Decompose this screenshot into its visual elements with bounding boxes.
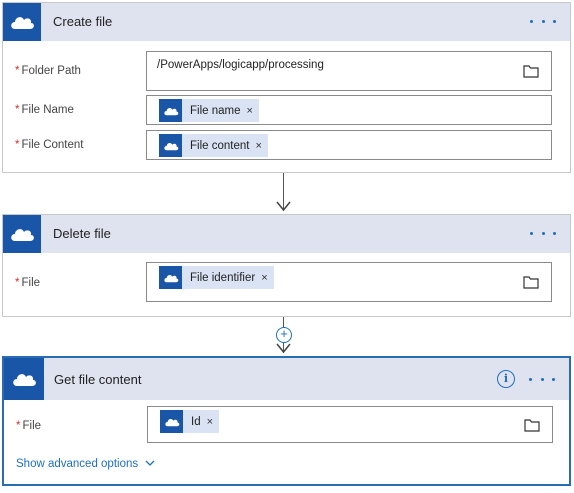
onedrive-cloud-icon bbox=[159, 99, 182, 122]
folder-path-label: *Folder Path bbox=[15, 65, 81, 77]
file-row: *File File identifier × bbox=[3, 262, 570, 304]
folder-icon[interactable] bbox=[523, 275, 539, 289]
file-name-label: *File Name bbox=[15, 104, 74, 116]
card-title: Create file bbox=[53, 14, 113, 29]
required-marker: * bbox=[16, 420, 21, 432]
more-ellipsis-icon bbox=[530, 19, 533, 23]
file-input[interactable]: Id × bbox=[147, 406, 553, 443]
folder-path-input[interactable]: /PowerApps/logicapp/processing bbox=[146, 51, 552, 91]
file-label: *File bbox=[16, 420, 41, 432]
folder-path-row: *Folder Path /PowerApps/logicapp/process… bbox=[3, 41, 570, 91]
card-header[interactable]: Create file bbox=[3, 3, 570, 41]
folder-icon[interactable] bbox=[523, 64, 539, 78]
token-label: File name bbox=[190, 104, 241, 117]
file-content-row: *File Content File content × bbox=[3, 130, 570, 160]
remove-token-icon[interactable]: × bbox=[206, 415, 214, 428]
onedrive-cloud-icon bbox=[3, 215, 41, 253]
onedrive-cloud-icon bbox=[160, 410, 183, 433]
required-marker: * bbox=[15, 139, 20, 151]
card-title: Get file content bbox=[54, 372, 142, 387]
advanced-link-text: Show advanced options bbox=[16, 458, 139, 470]
dot bbox=[540, 377, 544, 381]
card-title: Delete file bbox=[53, 226, 111, 241]
onedrive-cloud-icon bbox=[159, 266, 182, 289]
remove-token-icon[interactable]: × bbox=[246, 104, 253, 117]
get-file-content-card: Get file content i *File Id × Show advan… bbox=[2, 356, 571, 486]
more-ellipsis-icon bbox=[529, 377, 532, 381]
file-row: *File Id × bbox=[4, 406, 569, 444]
chevron-down-icon bbox=[145, 460, 155, 466]
connector-line bbox=[283, 173, 284, 209]
required-marker: * bbox=[15, 277, 20, 289]
label-text: File bbox=[22, 420, 42, 432]
delete-file-card: Delete file *File File identifier × bbox=[2, 214, 571, 317]
file-content-label: *File Content bbox=[15, 139, 84, 151]
label-text: File Content bbox=[21, 139, 84, 151]
remove-token-icon[interactable]: × bbox=[255, 139, 262, 152]
token-label: File content bbox=[190, 139, 250, 152]
more-options-button[interactable] bbox=[530, 11, 556, 31]
file-name-input[interactable]: File name × bbox=[146, 95, 552, 125]
onedrive-cloud-icon bbox=[4, 358, 44, 400]
remove-token-icon[interactable]: × bbox=[261, 271, 268, 284]
token-label: Id bbox=[191, 415, 201, 428]
dot bbox=[553, 19, 556, 23]
token-file-name[interactable]: File name × bbox=[159, 99, 259, 122]
token-file-content[interactable]: File content × bbox=[159, 134, 268, 157]
token-label: File identifier bbox=[190, 271, 256, 284]
create-file-card: Create file *Folder Path /PowerApps/logi… bbox=[2, 2, 571, 173]
folder-icon[interactable] bbox=[524, 418, 540, 432]
more-options-button[interactable] bbox=[530, 223, 556, 243]
file-content-input[interactable]: File content × bbox=[146, 130, 552, 160]
dot bbox=[541, 19, 545, 23]
token-id[interactable]: Id × bbox=[160, 410, 220, 433]
card-header[interactable]: Delete file bbox=[3, 215, 570, 253]
token-file-identifier[interactable]: File identifier × bbox=[159, 266, 274, 289]
required-marker: * bbox=[15, 104, 20, 116]
required-marker: * bbox=[15, 65, 20, 77]
card-header[interactable]: Get file content i bbox=[4, 358, 569, 400]
dot bbox=[553, 231, 556, 235]
label-text: File bbox=[21, 277, 41, 289]
label-text: File Name bbox=[21, 104, 74, 116]
dot bbox=[541, 231, 545, 235]
more-options-button[interactable] bbox=[529, 369, 555, 389]
onedrive-cloud-icon bbox=[159, 134, 182, 157]
arrow-down-icon bbox=[276, 343, 291, 354]
file-name-row: *File Name File name × bbox=[3, 95, 570, 125]
show-advanced-options-link[interactable]: Show advanced options bbox=[16, 458, 155, 470]
info-icon[interactable]: i bbox=[497, 370, 515, 388]
dot bbox=[552, 377, 555, 381]
more-ellipsis-icon bbox=[530, 231, 533, 235]
file-label: *File bbox=[15, 277, 40, 289]
add-step-icon[interactable]: + bbox=[276, 327, 292, 343]
file-input[interactable]: File identifier × bbox=[146, 262, 552, 302]
folder-path-value: /PowerApps/logicapp/processing bbox=[157, 59, 324, 71]
label-text: Folder Path bbox=[21, 65, 81, 77]
onedrive-cloud-icon bbox=[3, 3, 41, 41]
arrow-down-icon bbox=[276, 201, 291, 212]
